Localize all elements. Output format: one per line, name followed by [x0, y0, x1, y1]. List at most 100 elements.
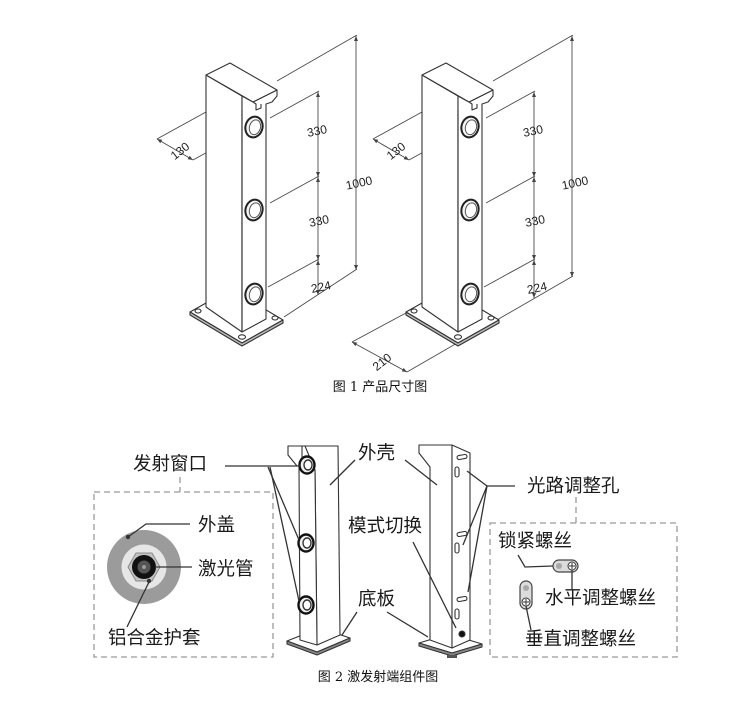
post-side-face [421, 74, 459, 333]
adjust-slot-horizontal [456, 595, 468, 603]
label-base-plate: 底板 [358, 589, 395, 610]
beam-spacing-upper-value: 330 [522, 122, 545, 140]
label-vertical-adjust-screw: 垂直调整螺丝 [525, 629, 636, 650]
adjust-slot-vertical [454, 608, 460, 620]
mounting-hole [271, 315, 279, 321]
beam-extension-line-bottom [267, 258, 320, 288]
depth-value: 130 [384, 139, 409, 163]
label-mode-switch: 模式切换 [348, 516, 422, 537]
figure-2-emitter-components: 发射窗口 外盖 激光管 铝合金护套 [93, 443, 678, 685]
beam-lens-top [460, 115, 480, 139]
adjust-slot-horizontal [456, 453, 468, 461]
leader-emit-window-bottom [269, 466, 300, 602]
left-detector-post [189, 62, 284, 347]
mounting-hole [487, 315, 495, 321]
beam-extension-line-bottom [483, 258, 536, 288]
leader-mode-switch [412, 541, 457, 629]
mounting-hole [237, 334, 247, 340]
label-laser-tube: 激光管 [198, 559, 254, 580]
label-lock-screw: 锁紧螺丝 [498, 531, 572, 552]
post-top-cap [421, 62, 494, 103]
laser-tube-center [142, 565, 146, 569]
depth-dimension-line [156, 138, 194, 161]
beam-extension-line-middle [269, 175, 320, 204]
beam-extension-line-top [485, 90, 536, 119]
lens-detail-box [93, 491, 274, 658]
depth-dimension-line [372, 138, 410, 161]
beam-lens-middle [460, 198, 480, 222]
adjust-slot-horizontal [456, 530, 468, 538]
adjust-slot-vertical [454, 542, 460, 554]
screw-detail-box [489, 522, 678, 658]
leader-outer-cover [127, 523, 190, 538]
cap-notch [252, 101, 262, 111]
height-extension-line-bottom [283, 268, 358, 318]
leader-dot [125, 534, 131, 540]
depth-extension-line [156, 111, 207, 140]
lock-screw-head [523, 585, 529, 591]
mounting-hole [194, 308, 202, 314]
leader-vertical-screw [525, 605, 532, 631]
horizontal-adjust-slot [552, 559, 579, 573]
base-width-extension-line [351, 312, 407, 343]
total-height-value: 1000 [344, 173, 373, 192]
leader-adjust-holes-top [466, 470, 488, 487]
leader-base-plate-right [386, 611, 429, 638]
post-top-cap [205, 62, 278, 103]
beam-spacing-lower-value: 330 [524, 212, 547, 230]
mode-switch-button [458, 630, 466, 638]
figure-1-caption: 图 1 产品尺寸图 [333, 380, 428, 395]
label-horizontal-adjust-screw: 水平调整螺丝 [545, 588, 656, 609]
leader-housing-left [329, 459, 356, 486]
beam-lens-bottom [244, 282, 264, 306]
label-outer-cover: 外盖 [198, 515, 235, 536]
label-alloy-sleeve: 铝合金护套 [108, 628, 201, 649]
beam-extension-line-top [269, 90, 320, 119]
base-plate-edge [189, 311, 284, 347]
height-extension-line-top [492, 34, 574, 82]
bottom-beam-height-value: 224 [310, 278, 333, 296]
leader-dot [146, 578, 152, 584]
label-housing: 外壳 [358, 443, 395, 464]
height-extension-line-top [276, 34, 358, 82]
right-detector-post [405, 62, 500, 347]
label-emit-window: 发射窗口 [133, 454, 207, 475]
mounting-hole [410, 308, 418, 314]
lens-detail [107, 530, 181, 604]
base-plate-edge [286, 637, 351, 656]
emitter-lens-bottom [297, 595, 315, 615]
post-front-face [298, 465, 318, 646]
cap-notch [468, 101, 478, 111]
base-plate-edge [418, 642, 483, 657]
leader-adjust-holes-middle [462, 485, 488, 546]
base-width-dimension-line [351, 341, 408, 373]
base-plate-edge [405, 311, 500, 347]
leader-housing-right [404, 459, 438, 486]
figure-1-product-dimensions: 130 1000 330 330 224 130 1000 330 [156, 34, 590, 395]
leader-base-plate-left [341, 611, 358, 636]
base-foot [447, 655, 457, 658]
mounting-hole [453, 334, 463, 340]
beam-lens-top [244, 115, 264, 139]
bottom-beam-height-value: 224 [526, 279, 549, 297]
leader-lock-screw [517, 554, 554, 568]
vertical-adjust-slot [519, 580, 533, 610]
figure-2-caption: 图 2 激发射端组件图 [318, 669, 439, 685]
beam-spacing-upper-value: 330 [306, 122, 329, 140]
total-height-value: 1000 [560, 173, 589, 192]
leader-adjust-holes-bottom [467, 485, 488, 593]
emitter-post-lens-side [286, 445, 351, 656]
emitter-lens-top [298, 455, 316, 475]
emitter-lens-middle [297, 533, 315, 553]
depth-extension-line [372, 111, 423, 140]
depth-value: 130 [168, 139, 193, 163]
beam-lens-middle [244, 198, 264, 222]
beam-extension-line-middle [485, 175, 536, 204]
beam-spacing-lower-value: 330 [308, 212, 331, 230]
post-side-face [205, 74, 243, 333]
adjust-slot-vertical [454, 466, 460, 478]
beam-lens-bottom [460, 282, 480, 306]
lock-screw-head [556, 563, 562, 569]
emitter-post-adjustment-side [418, 444, 483, 658]
